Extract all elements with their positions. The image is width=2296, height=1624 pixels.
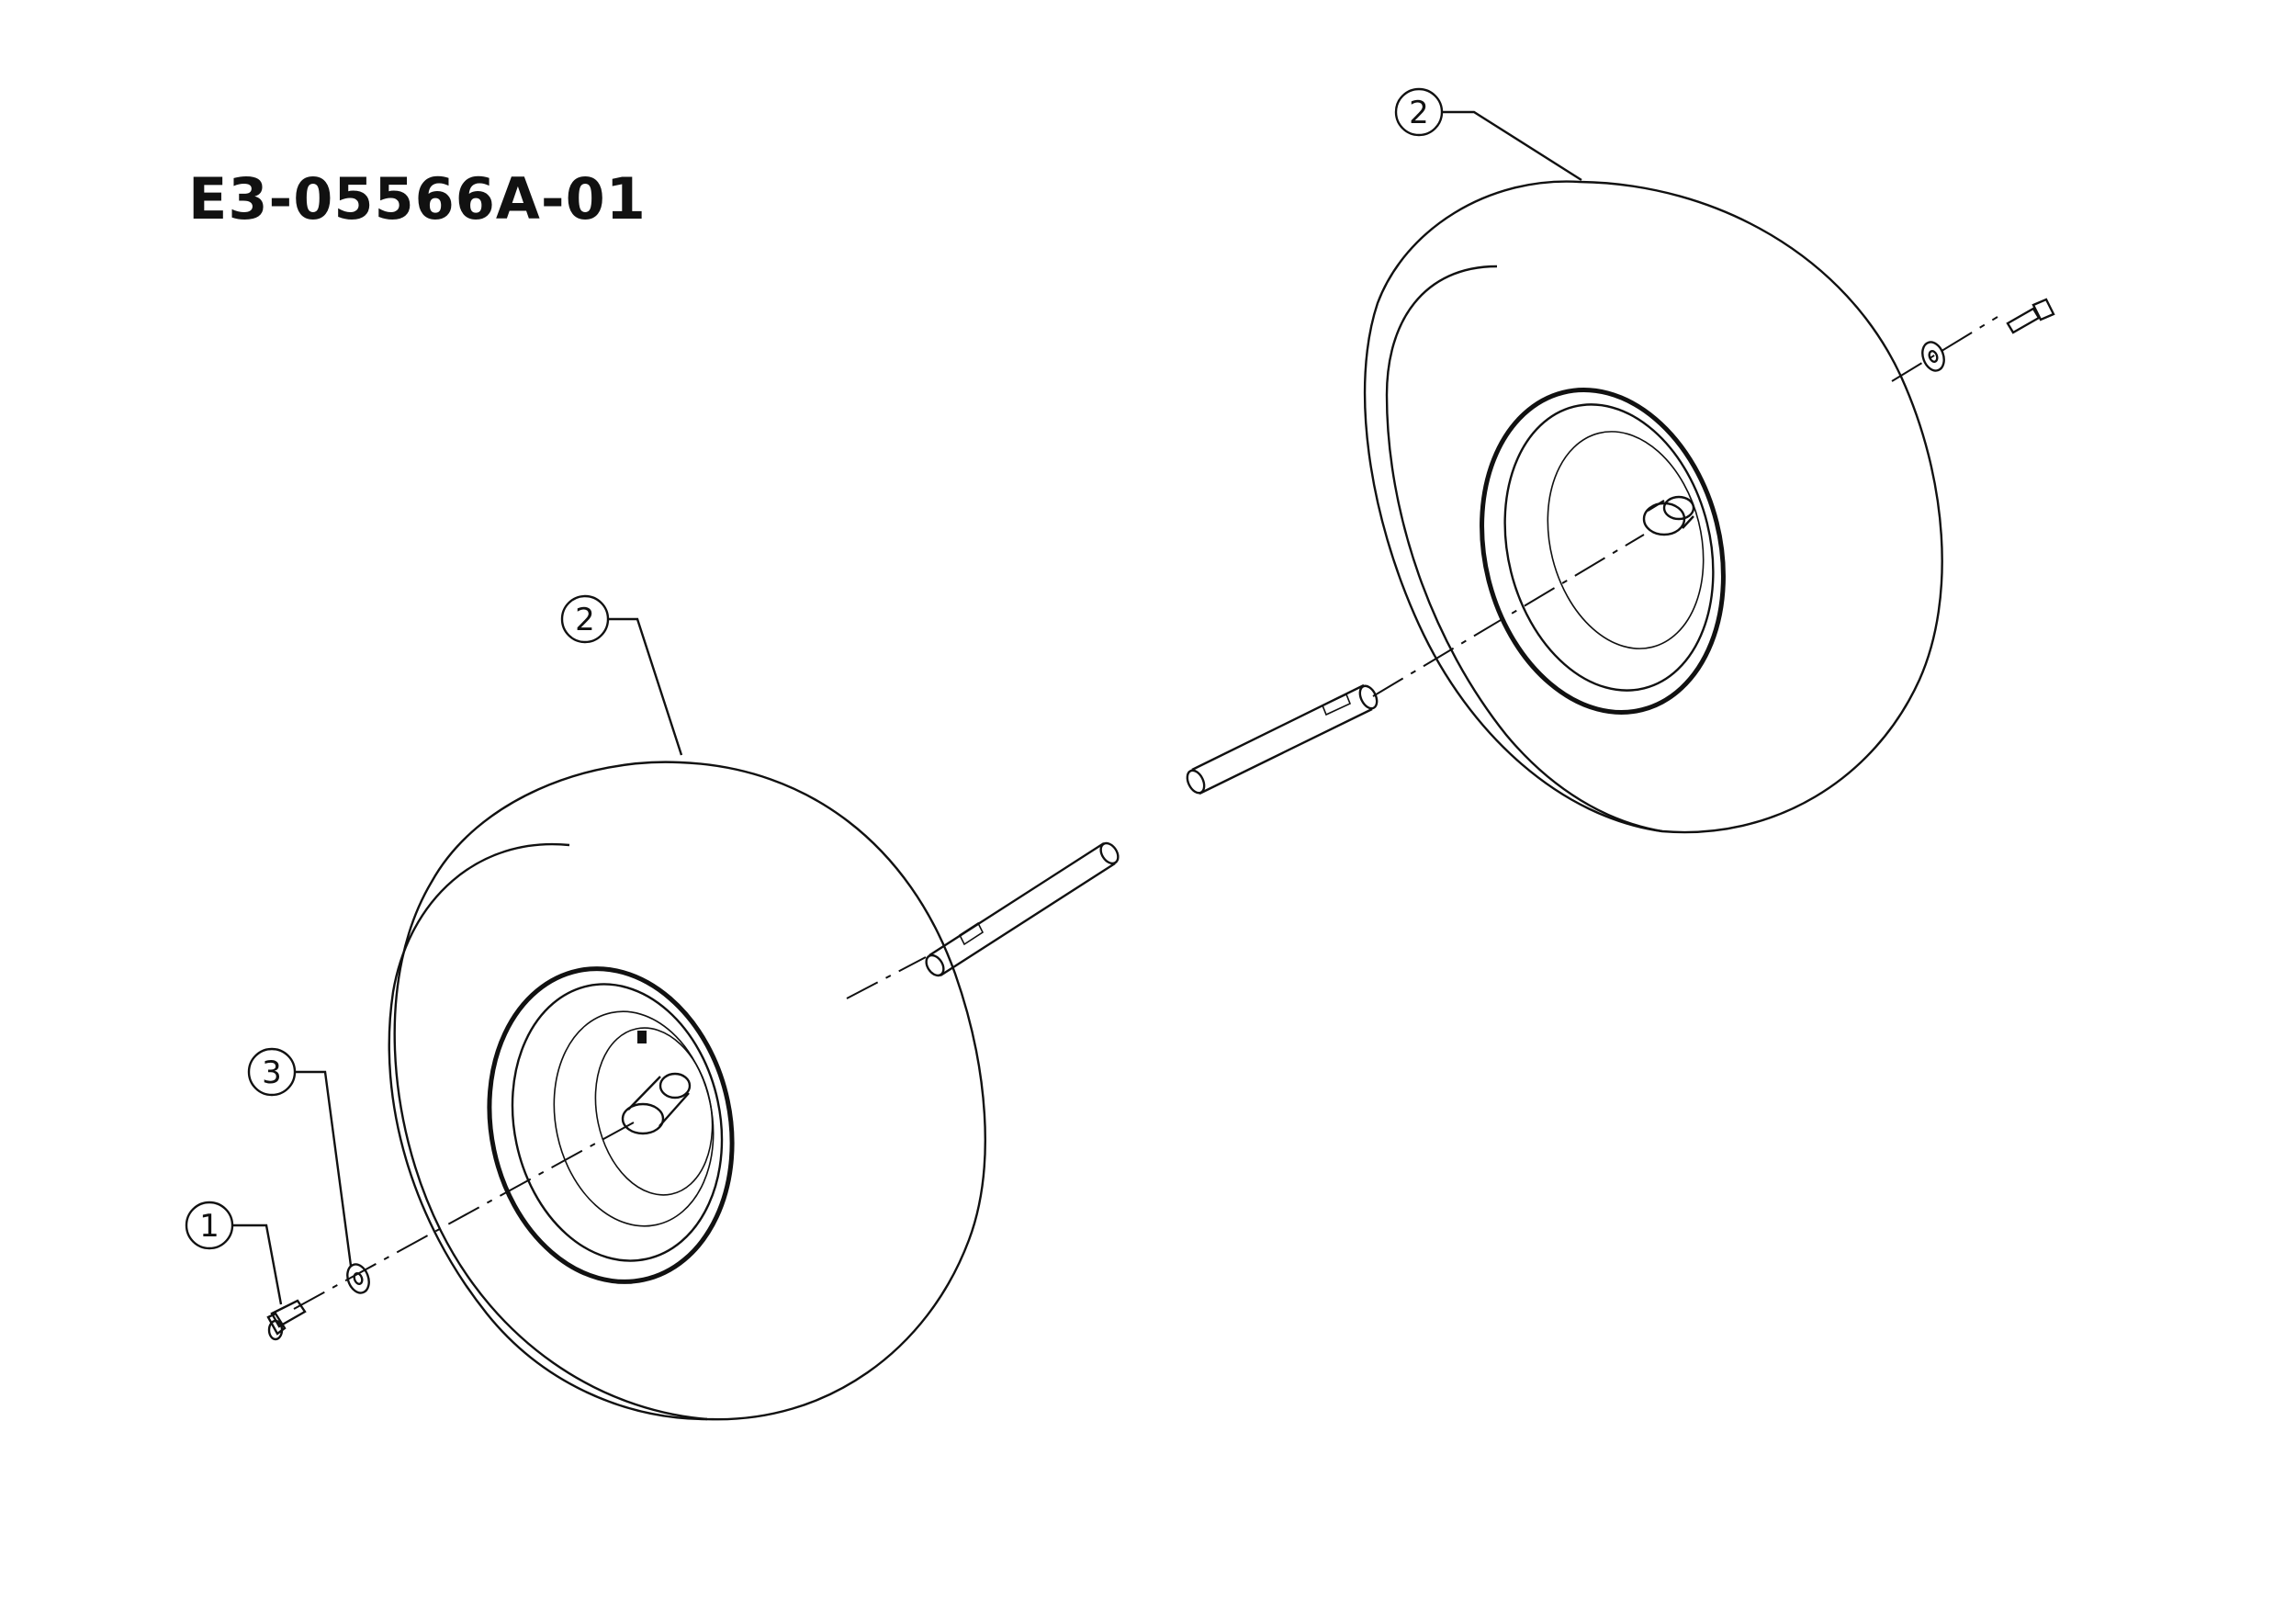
rim-right-inner: [1503, 403, 1715, 692]
hub-right-cap: [1662, 495, 1695, 521]
bolt-left-head: [266, 1312, 287, 1336]
bolt-right-shank: [2006, 307, 2041, 334]
tire-right-outline: [1363, 180, 1943, 834]
washer-right-outer: [1921, 341, 1945, 372]
diagram-title: E3-05566A-01: [188, 165, 647, 232]
rim-left-outer: [487, 966, 735, 1284]
bolt-right-head: [2032, 298, 2055, 321]
callout-wheel-right: 2: [1394, 87, 1582, 182]
callout-washer-number: 3: [262, 1054, 282, 1091]
rim-left-inner: [511, 983, 724, 1262]
axle-shaft-left: [925, 841, 1120, 977]
callout-wheel-left: 2: [560, 594, 683, 756]
axle-right-end: [1186, 769, 1206, 795]
axle-left-keyway: [958, 921, 985, 946]
valve-stem-left: [637, 1031, 647, 1043]
wheel-right: [1363, 180, 1943, 834]
washer-left-outer: [346, 1263, 370, 1294]
axle-left-far-end: [1099, 841, 1120, 865]
centerline-right-axle: [1372, 534, 1645, 697]
rim-left-center: [594, 1027, 714, 1196]
axle-right-body: [1191, 683, 1373, 795]
centerline-left-axle: [846, 956, 927, 999]
callout-washer-leader: [295, 1070, 353, 1267]
bolt-left-head-face: [267, 1319, 284, 1341]
washer-left: [346, 1263, 370, 1294]
axle-shaft-right: [1186, 683, 1379, 795]
callout-bolt-leader: [232, 1224, 283, 1305]
callout-washer: 3: [247, 1047, 353, 1267]
callout-wheel-right-number: 2: [1409, 95, 1429, 131]
wheel-left: [388, 761, 986, 1421]
axle-left-end: [925, 953, 945, 977]
axle-right-far-end: [1358, 684, 1379, 710]
hub-left-bore: [621, 1102, 665, 1135]
hub-right-body: [1647, 499, 1694, 529]
axle-left-body: [929, 841, 1116, 977]
washer-left-hole: [353, 1271, 364, 1286]
callout-wheel-left-number: 2: [575, 602, 595, 638]
rim-left-dish: [553, 1010, 715, 1227]
washer-right: [1921, 341, 1945, 372]
centerline-right-fasteners: [1891, 316, 1998, 382]
washer-right-hole: [1928, 349, 1939, 364]
callout-bolt-number: 1: [199, 1208, 219, 1245]
callout-wheel-right-leader: [1442, 110, 1582, 182]
tire-right-sidewall: [1385, 265, 1663, 833]
tire-left-sidewall: [388, 842, 708, 1421]
bolt-left: [266, 1299, 307, 1341]
centerline-left-fasteners: [293, 1122, 635, 1310]
hub-left-body: [627, 1076, 690, 1127]
rim-right-dish: [1547, 431, 1705, 649]
callout-bolt: 1: [185, 1201, 283, 1305]
hub-left-cap: [658, 1072, 692, 1100]
bolt-right: [2006, 298, 2055, 334]
callout-wheel-left-leader: [608, 617, 683, 756]
rim-right-outer: [1480, 388, 1726, 715]
axle-right-keyway: [1321, 693, 1352, 716]
